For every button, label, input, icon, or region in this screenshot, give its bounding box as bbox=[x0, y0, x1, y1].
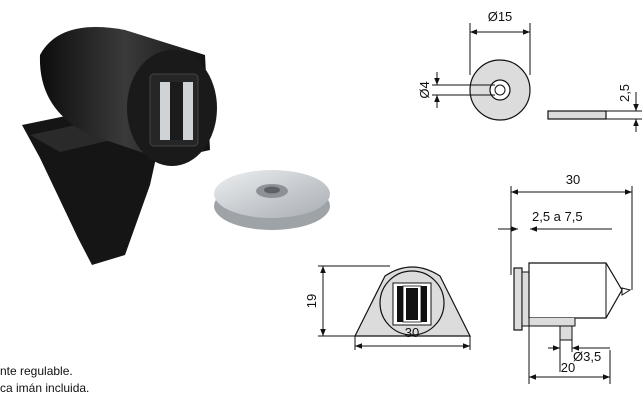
catch-side-view: 30 2,5 a 7,5 Ø3,5 20 bbox=[498, 172, 633, 384]
dim-washer-diameter: Ø15 bbox=[488, 9, 513, 24]
dim-front-width: 30 bbox=[405, 325, 419, 340]
washer-photo bbox=[214, 170, 330, 230]
dim-washer-thickness: 2,5 bbox=[617, 84, 632, 102]
washer-side-view: 2,5 bbox=[547, 84, 642, 132]
dim-base-length: 20 bbox=[561, 360, 575, 375]
dim-overall-length: 30 bbox=[566, 172, 580, 187]
product-photo bbox=[22, 27, 330, 265]
dim-screw-diameter: Ø3,5 bbox=[573, 349, 601, 364]
caption-line-2: ca imán incluida. bbox=[0, 381, 90, 395]
washer-front-view: Ø15 Ø4 bbox=[417, 9, 531, 121]
dim-hole-diameter: Ø4 bbox=[417, 81, 432, 98]
dim-front-height: 19 bbox=[304, 294, 319, 308]
caption-line-1: nte regulable. bbox=[0, 364, 73, 378]
catch-front-view: 19 30 bbox=[304, 265, 471, 350]
dim-adjust-range: 2,5 a 7,5 bbox=[532, 209, 583, 224]
